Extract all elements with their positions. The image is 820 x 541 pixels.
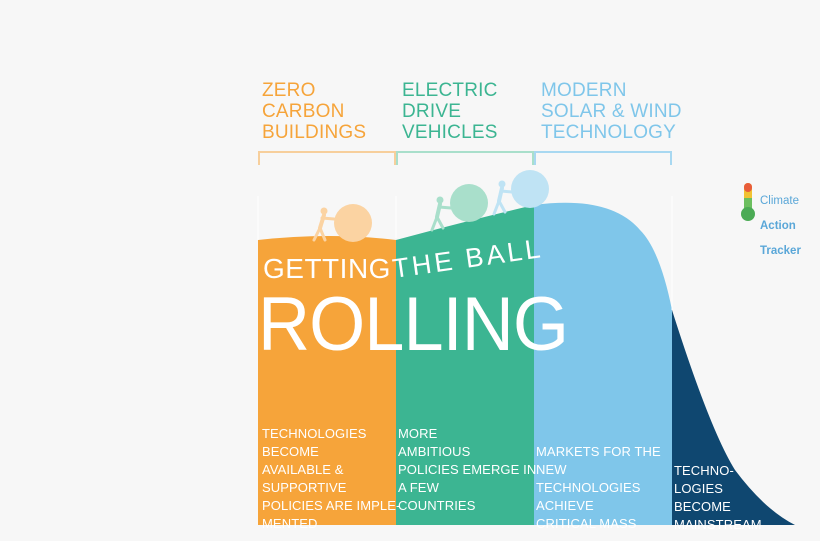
stage-1-description: TECHNOLOGIES BECOME AVAILABLE & SUPPORTI… xyxy=(262,426,401,531)
figure-pushing-green-icon xyxy=(430,196,453,232)
ball-orange xyxy=(334,204,372,242)
bracket-solar-wind xyxy=(534,151,672,165)
stage-2-description: MORE AMBITIOUS POLICIES EMERGE IN A FEW … xyxy=(398,426,537,513)
category-solar-wind-technology: MODERN SOLAR & WIND TECHNOLOGY xyxy=(541,80,682,143)
headline-rolling: ROLLING xyxy=(258,282,568,367)
category-electric-drive-vehicles: ELECTRIC DRIVE VEHICLES xyxy=(402,80,498,143)
figure-pushing-orange-icon xyxy=(312,207,336,242)
band-solar-wind xyxy=(534,202,672,525)
figure-pushing-blue-icon xyxy=(492,180,514,216)
logo-line-1: Climate xyxy=(760,194,799,207)
bracket-electric-vehicles xyxy=(396,151,534,165)
ball-blue xyxy=(511,170,549,208)
thermometer-icon xyxy=(741,183,755,221)
logo-text: Climate Action Tracker xyxy=(760,182,801,270)
ball-green xyxy=(450,184,488,222)
category-zero-carbon-buildings: ZERO CARBON BUILDINGS xyxy=(262,80,367,143)
logo-line-3: Tracker xyxy=(760,244,801,257)
headline-getting: GETTING xyxy=(263,253,391,284)
climate-action-tracker-logo: Climate Action Tracker xyxy=(740,182,816,257)
bracket-zero-carbon xyxy=(258,151,396,165)
logo-line-2: Action xyxy=(760,219,796,232)
band-electric-vehicles xyxy=(396,202,534,525)
stage-3-description: MARKETS FOR THE NEW TECHNOLOGIES ACHIEVE… xyxy=(536,444,661,531)
band-zero-carbon xyxy=(258,202,396,525)
stage-4-description: TECHNO- LOGIES BECOME MAINSTREAM xyxy=(674,463,762,532)
